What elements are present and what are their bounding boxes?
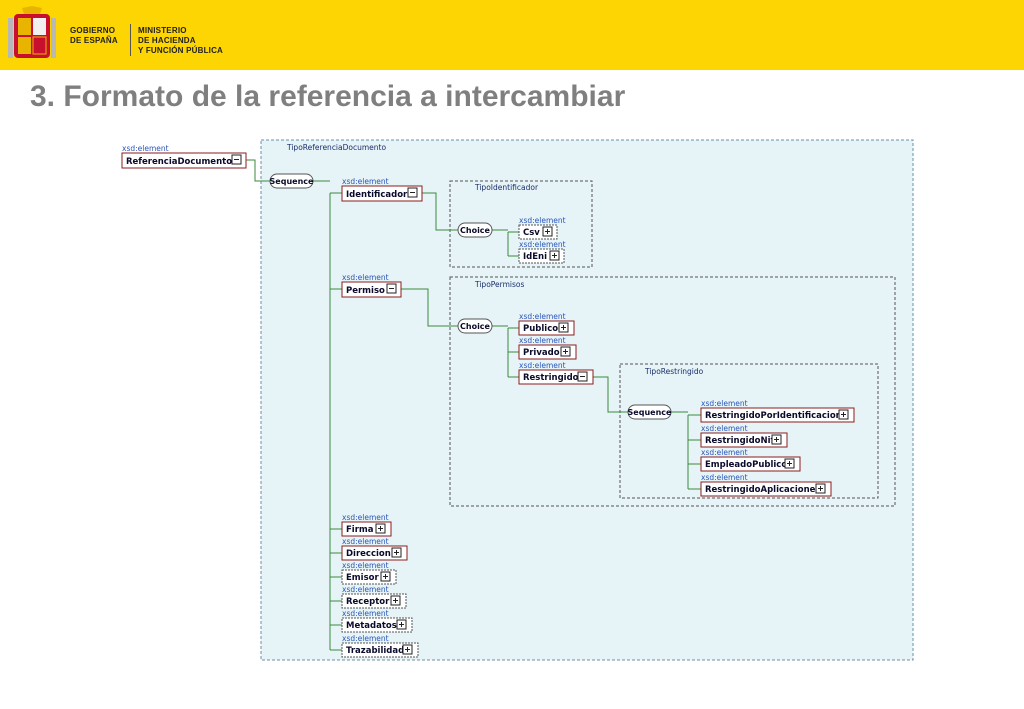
expand-icon — [815, 483, 826, 494]
svg-text:xsd:element: xsd:element — [701, 473, 748, 482]
expand-icon — [771, 434, 782, 445]
svg-text:xsd:element: xsd:element — [519, 312, 566, 321]
svg-text:ReferenciaDocumento: ReferenciaDocumento — [126, 157, 232, 167]
svg-text:Csv: Csv — [523, 228, 540, 238]
svg-text:RestringidoAplicaciones: RestringidoAplicaciones — [705, 485, 820, 495]
expand-icon — [549, 250, 560, 261]
type-box-restringido — [619, 363, 879, 499]
element-privado[interactable]: Privado — [518, 344, 577, 360]
svg-text:Identificador: Identificador — [346, 190, 408, 200]
slide-title: 3. Formato de la referencia a intercambi… — [30, 80, 626, 113]
element-csv[interactable]: Csv — [518, 224, 558, 240]
svg-text:xsd:element: xsd:element — [342, 585, 389, 594]
svg-text:Permiso: Permiso — [346, 286, 385, 296]
svg-text:xsd:element: xsd:element — [122, 144, 169, 153]
svg-text:Privado: Privado — [523, 348, 560, 358]
brand-ministerio: MINISTERIO DE HACIENDA Y FUNCIÓN PÚBLICA — [138, 26, 224, 55]
collapse-icon — [386, 283, 397, 294]
expand-icon — [390, 595, 401, 606]
svg-text:xsd:element: xsd:element — [701, 424, 748, 433]
svg-text:RestringidoNif: RestringidoNif — [705, 436, 775, 446]
connector-lines — [246, 159, 701, 651]
element-referencia-documento[interactable]: ReferenciaDocumento — [121, 152, 247, 169]
government-logo: GOBIERNO DE ESPAÑA MINISTERIO DE HACIEND… — [0, 0, 230, 70]
svg-text:xsd:element: xsd:element — [342, 561, 389, 570]
expand-icon — [542, 226, 553, 237]
svg-text:Sequence: Sequence — [270, 177, 314, 186]
coat-of-arms-icon — [8, 6, 56, 58]
element-ideni[interactable]: IdEni — [518, 248, 565, 264]
svg-text:Emisor: Emisor — [346, 573, 379, 583]
element-direccion[interactable]: Direccion — [341, 545, 408, 561]
element-receptor[interactable]: Receptor — [341, 593, 407, 609]
svg-text:xsd:element: xsd:element — [519, 336, 566, 345]
svg-text:Restringido: Restringido — [523, 373, 579, 383]
svg-text:Receptor: Receptor — [346, 597, 390, 607]
svg-text:Choice: Choice — [460, 226, 491, 235]
svg-text:Direccion: Direccion — [346, 549, 391, 559]
element-empleado-publico[interactable]: EmpleadoPublico — [700, 456, 801, 472]
type-label-identificador: TipoIdentificador — [474, 183, 539, 192]
xsd-labels: xsd:element xsd:element xsd:element xsd:… — [122, 144, 748, 643]
element-restringido-nif[interactable]: RestringidoNif — [700, 432, 788, 448]
svg-text:xsd:element: xsd:element — [342, 537, 389, 546]
element-emisor[interactable]: Emisor — [341, 569, 397, 585]
svg-text:xsd:element: xsd:element — [519, 361, 566, 370]
sequence-restringido[interactable]: Sequence — [627, 404, 672, 420]
svg-text:xsd:element: xsd:element — [342, 273, 389, 282]
svg-text:Firma: Firma — [346, 525, 374, 535]
element-restringido[interactable]: Restringido — [518, 369, 594, 385]
svg-text:xsd:element: xsd:element — [519, 240, 566, 249]
svg-text:xsd:element: xsd:element — [342, 177, 389, 186]
sequence-root[interactable]: Sequence — [269, 173, 314, 189]
collapse-icon — [577, 371, 588, 382]
choice-permisos[interactable]: Choice — [457, 318, 493, 334]
element-restringido-por-identificacion[interactable]: RestringidoPorIdentificacion — [700, 407, 855, 423]
expand-icon — [560, 346, 571, 357]
expand-icon — [558, 322, 569, 333]
svg-text:Sequence: Sequence — [628, 408, 672, 417]
expand-icon — [380, 571, 391, 582]
expand-icon — [391, 547, 402, 558]
svg-text:IdEni: IdEni — [523, 252, 547, 262]
svg-text:Trazabilidad: Trazabilidad — [346, 646, 404, 656]
brand-gobierno: GOBIERNO DE ESPAÑA — [70, 26, 118, 45]
svg-text:RestringidoPorIdentificacion: RestringidoPorIdentificacion — [705, 411, 842, 421]
type-label-root: TipoReferenciaDocumento — [286, 143, 386, 152]
svg-text:xsd:element: xsd:element — [342, 609, 389, 618]
collapse-icon — [231, 154, 242, 165]
svg-text:Choice: Choice — [460, 322, 491, 331]
element-permiso[interactable]: Permiso — [341, 281, 402, 298]
element-publico[interactable]: Publico — [518, 320, 575, 336]
type-label-permisos: TipoPermisos — [474, 280, 524, 289]
expand-icon — [402, 644, 413, 655]
element-identificador[interactable]: Identificador — [341, 185, 423, 202]
type-label-restringido: TipoRestringido — [644, 367, 704, 376]
expand-icon — [838, 409, 849, 420]
svg-text:xsd:element: xsd:element — [342, 634, 389, 643]
expand-icon — [784, 458, 795, 469]
svg-text:EmpleadoPublico: EmpleadoPublico — [705, 460, 787, 470]
svg-text:xsd:element: xsd:element — [701, 448, 748, 457]
svg-text:Publico: Publico — [523, 324, 558, 334]
element-trazabilidad[interactable]: Trazabilidad — [341, 642, 419, 658]
brand-divider — [130, 24, 131, 56]
element-firma[interactable]: Firma — [341, 521, 392, 537]
svg-text:xsd:element: xsd:element — [701, 399, 748, 408]
element-restringido-aplicaciones[interactable]: RestringidoAplicaciones — [700, 481, 832, 497]
expand-icon — [396, 619, 407, 630]
svg-text:Metadatos: Metadatos — [346, 621, 397, 631]
collapse-icon — [407, 187, 418, 198]
element-metadatos[interactable]: Metadatos — [341, 617, 413, 633]
expand-icon — [375, 523, 386, 534]
svg-text:xsd:element: xsd:element — [342, 513, 389, 522]
svg-text:xsd:element: xsd:element — [519, 216, 566, 225]
choice-identificador[interactable]: Choice — [457, 222, 493, 238]
